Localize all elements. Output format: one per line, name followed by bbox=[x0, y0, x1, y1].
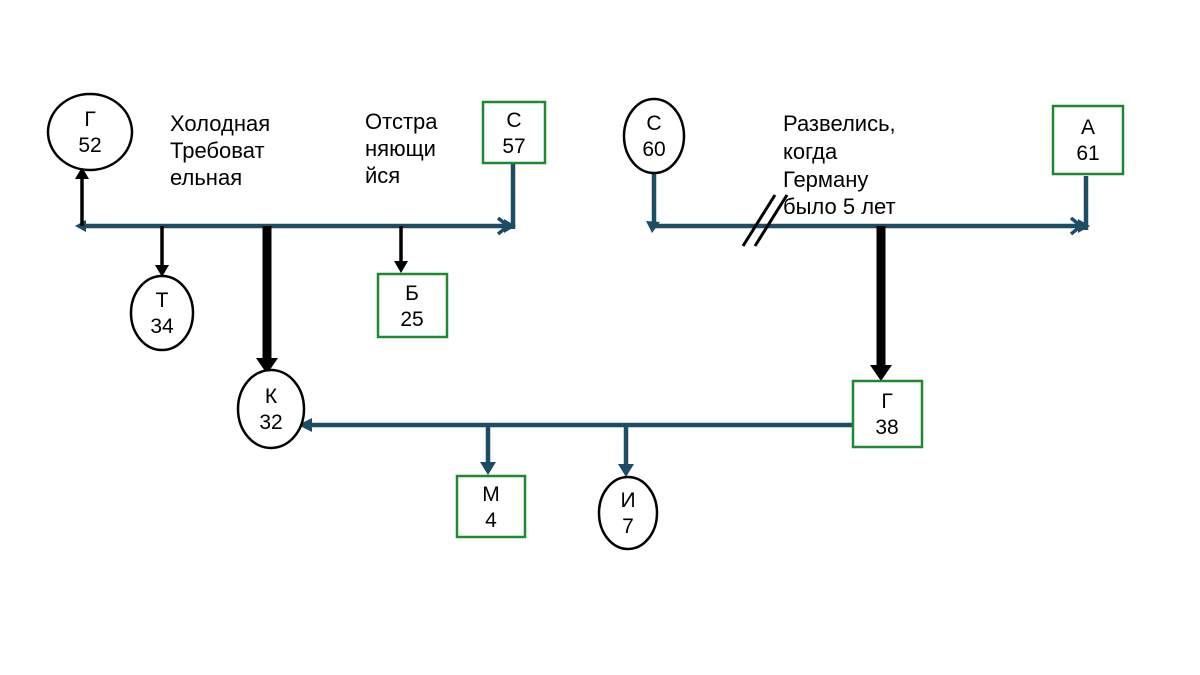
annotation-line: Герману bbox=[783, 167, 868, 192]
node-square-a61[interactable]: А 61 bbox=[1051, 104, 1125, 176]
square-shape bbox=[455, 474, 527, 539]
node-square-b25[interactable]: Б 25 bbox=[376, 272, 449, 339]
square-shape bbox=[376, 272, 449, 339]
node-letter: И bbox=[620, 489, 635, 512]
node-age: 7 bbox=[622, 515, 634, 538]
arrowhead-right-icon bbox=[504, 219, 516, 233]
arrowhead-left-icon bbox=[298, 418, 312, 432]
node-letter: С bbox=[646, 112, 661, 135]
annotation-line: Требоват bbox=[170, 138, 265, 163]
connector-to-b25[interactable] bbox=[394, 226, 408, 273]
annotation-distancing[interactable]: Отстра няющи йся bbox=[365, 109, 438, 188]
arrowhead-down-icon bbox=[256, 358, 278, 374]
square-shape bbox=[1051, 104, 1125, 176]
arrowhead-down-icon bbox=[480, 462, 496, 475]
node-circle-k32[interactable]: К 32 bbox=[236, 368, 306, 450]
annotation-line: было 5 лет bbox=[783, 194, 896, 219]
connector-marriage-left[interactable] bbox=[75, 216, 516, 236]
connector-to-m4[interactable] bbox=[480, 425, 496, 475]
annotation-line: йся bbox=[365, 163, 400, 188]
annotation-line: няющи bbox=[365, 136, 436, 161]
node-circle-t34[interactable]: Т 34 bbox=[129, 274, 195, 352]
node-letter: М bbox=[482, 483, 500, 506]
node-square-m4[interactable]: М 4 bbox=[455, 474, 527, 539]
node-square-g38[interactable]: Г 38 bbox=[851, 379, 924, 449]
node-circle-i7[interactable]: И 7 bbox=[597, 475, 659, 551]
connector-to-g52[interactable] bbox=[75, 167, 89, 226]
connector-to-i7[interactable] bbox=[618, 425, 634, 477]
node-letter: К bbox=[265, 385, 278, 408]
circle-shape bbox=[236, 368, 306, 450]
divorce-mark-icon[interactable] bbox=[741, 194, 789, 247]
annotation-line: ельная bbox=[170, 165, 242, 190]
annotation-divorce-note[interactable]: Развелись, когда Герману было 5 лет bbox=[783, 111, 896, 219]
connector-to-k32[interactable] bbox=[256, 226, 278, 374]
node-square-s57[interactable]: С 57 bbox=[481, 100, 547, 165]
circle-shape bbox=[129, 274, 195, 352]
arrowhead-down-icon bbox=[618, 464, 634, 477]
node-letter: Г bbox=[881, 390, 892, 413]
connector-marriage-right[interactable] bbox=[646, 174, 1090, 236]
annotation-line: когда bbox=[783, 139, 838, 164]
connector-to-t34[interactable] bbox=[155, 226, 169, 277]
divorce-slash-1 bbox=[741, 194, 777, 247]
square-shape bbox=[481, 100, 547, 165]
node-letter: Б bbox=[405, 282, 419, 305]
connector-marriage-gen2[interactable] bbox=[298, 418, 853, 432]
connector-to-g38[interactable] bbox=[870, 226, 892, 381]
arrowhead-down-icon bbox=[155, 265, 169, 277]
annotation-line: Отстра bbox=[365, 109, 438, 134]
node-age: 32 bbox=[259, 411, 282, 434]
annotation-line: Холодная bbox=[170, 111, 270, 136]
arrowhead-down-icon bbox=[870, 365, 892, 381]
square-shape bbox=[851, 379, 924, 449]
node-letter: С bbox=[506, 109, 521, 132]
arrowhead-corner-icon bbox=[646, 221, 660, 233]
arrowhead-up-icon bbox=[75, 167, 89, 179]
node-age: 38 bbox=[875, 416, 898, 439]
node-age: 57 bbox=[502, 135, 525, 158]
node-circle-s60[interactable]: С 60 bbox=[622, 97, 686, 175]
circle-shape bbox=[622, 97, 686, 175]
node-age: 52 bbox=[78, 134, 101, 157]
circle-shape bbox=[597, 475, 659, 551]
arrowhead-down-icon bbox=[394, 261, 408, 273]
annotation-line: Развелись, bbox=[783, 111, 896, 136]
circle-shape bbox=[46, 92, 134, 172]
node-letter: Т bbox=[156, 289, 169, 312]
node-letter: Г bbox=[84, 108, 95, 131]
node-circle-g52[interactable]: Г 52 bbox=[46, 92, 134, 172]
node-age: 61 bbox=[1076, 142, 1099, 165]
node-age: 60 bbox=[642, 138, 665, 161]
divorce-slash-2 bbox=[753, 194, 789, 247]
node-age: 25 bbox=[400, 308, 423, 331]
node-letter: А bbox=[1081, 116, 1095, 139]
node-age: 34 bbox=[150, 315, 174, 338]
annotation-cold-demanding[interactable]: Холодная Требоват ельная bbox=[170, 111, 270, 190]
node-age: 4 bbox=[485, 509, 497, 532]
